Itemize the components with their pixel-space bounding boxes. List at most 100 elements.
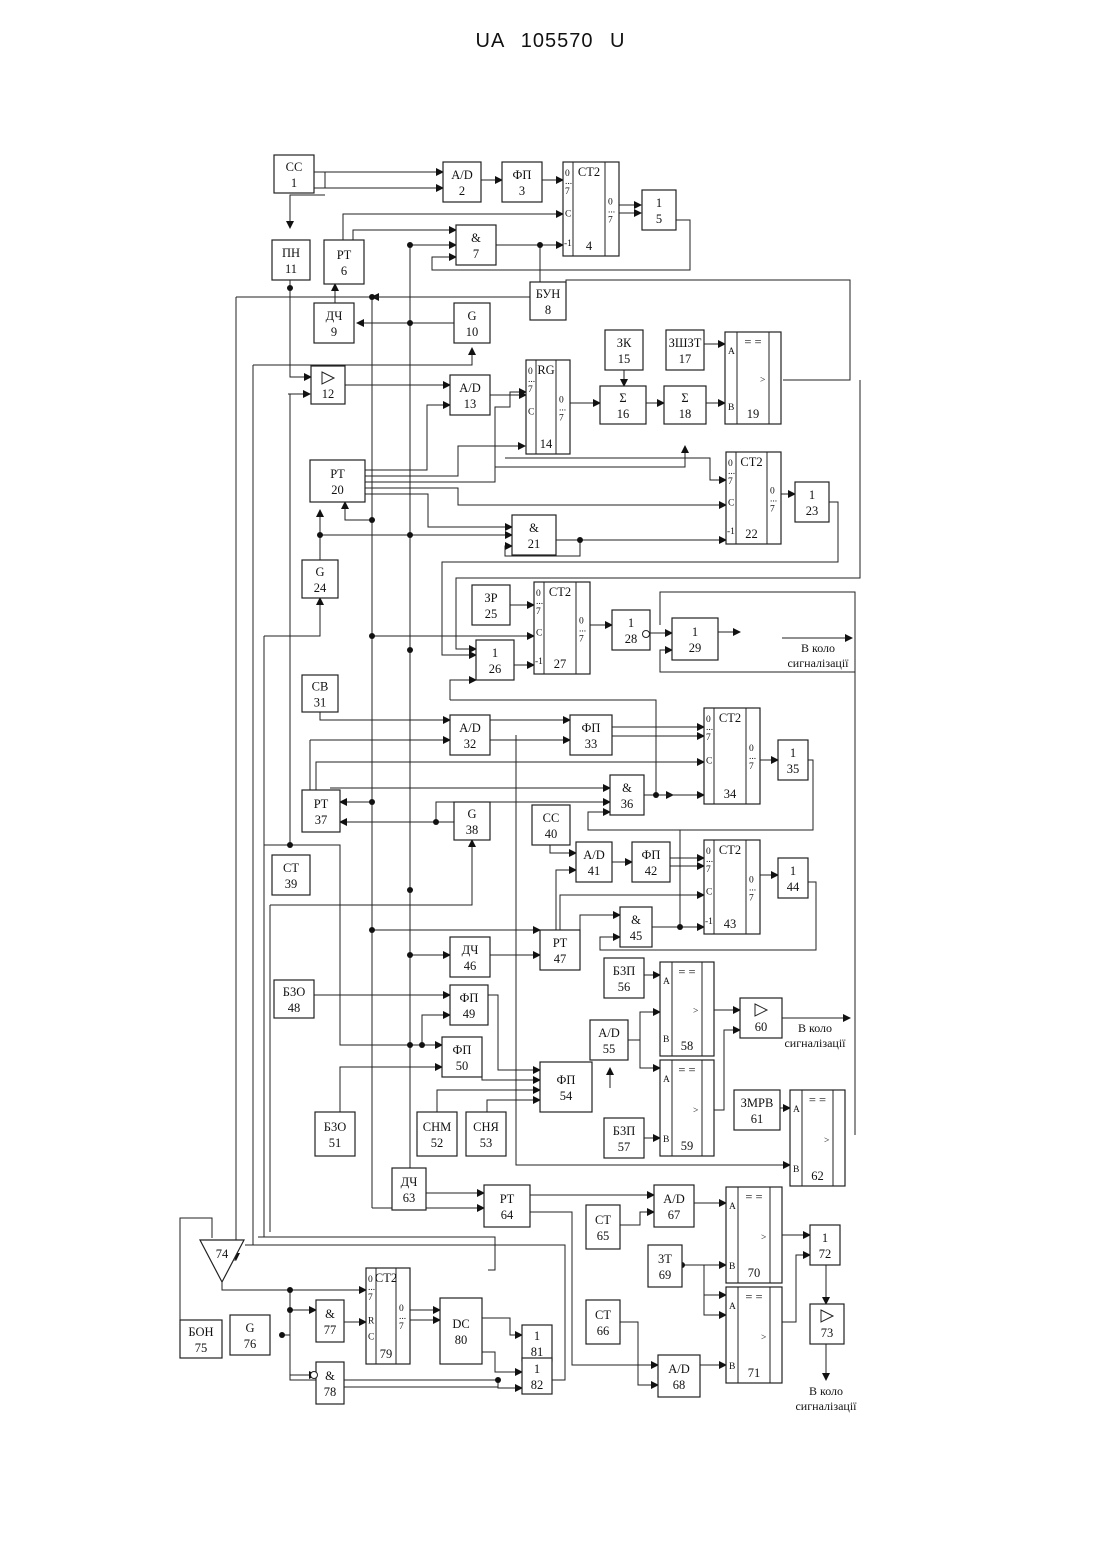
block-label: 1 bbox=[790, 864, 796, 878]
block-number: 71 bbox=[748, 1366, 761, 1380]
pin-label: ... bbox=[399, 1312, 406, 1322]
block-79: CT2790...7RC0...7 bbox=[366, 1268, 410, 1364]
block-label: & bbox=[325, 1307, 335, 1321]
block-label: CHЯ bbox=[473, 1120, 499, 1134]
block-76: G76 bbox=[230, 1315, 270, 1355]
block-number: 52 bbox=[431, 1136, 444, 1150]
block-label: DC bbox=[452, 1317, 469, 1331]
block-label: 1 bbox=[692, 625, 698, 639]
block-label: ФП bbox=[460, 991, 479, 1005]
block-label: & bbox=[631, 913, 641, 927]
block-45: & 45 bbox=[620, 907, 652, 947]
block-number: 46 bbox=[464, 959, 477, 973]
block-label: ЗШЗТ bbox=[669, 336, 702, 350]
block-22: CT2220...7C-10...7 bbox=[726, 452, 781, 544]
block-13: A/D13 bbox=[450, 375, 490, 415]
pin-label: B bbox=[728, 403, 734, 413]
block-label: G bbox=[467, 309, 476, 323]
pin-label: 7 bbox=[399, 1322, 404, 1332]
block-43: CT2430...7C-10...7 bbox=[704, 840, 760, 934]
block-65: CT65 bbox=[586, 1205, 620, 1249]
block-number: 35 bbox=[787, 762, 800, 776]
block-number: 72 bbox=[819, 1247, 832, 1261]
block-number: 22 bbox=[745, 527, 758, 541]
pin-label: C bbox=[368, 1333, 374, 1343]
block-49: ФП49 bbox=[450, 985, 488, 1025]
block-label: A/D bbox=[668, 1362, 690, 1376]
block-66: CT66 bbox=[586, 1300, 620, 1344]
block-6: PT6 bbox=[324, 240, 364, 284]
block-number: 56 bbox=[618, 980, 631, 994]
pin-label: B bbox=[729, 1362, 735, 1372]
block-77: &77 bbox=[316, 1300, 344, 1342]
block-42: ФП42 bbox=[632, 842, 670, 882]
block-label: CT bbox=[595, 1308, 611, 1322]
block-label: A/D bbox=[583, 848, 605, 862]
block-75: БОН75 bbox=[180, 1320, 222, 1358]
pin-label: ... bbox=[706, 723, 713, 733]
pin-label: A bbox=[729, 1202, 736, 1212]
block-number: 57 bbox=[618, 1140, 631, 1154]
pin-label: -1 bbox=[564, 239, 572, 249]
block-number: 17 bbox=[679, 352, 692, 366]
block-number: 33 bbox=[585, 737, 598, 751]
block-label: CT bbox=[595, 1213, 611, 1227]
pin-label: C bbox=[728, 498, 734, 508]
block-label: = = bbox=[678, 1063, 695, 1077]
block-label: & bbox=[622, 781, 632, 795]
block-12: 12 bbox=[311, 366, 345, 404]
pin-label: 7 bbox=[608, 215, 613, 225]
block-number: 12 bbox=[322, 387, 335, 401]
block-number: 27 bbox=[554, 657, 567, 671]
pin-label: C bbox=[536, 628, 542, 638]
block-57: Б3П57 bbox=[604, 1118, 644, 1158]
block-3: ФП3 bbox=[502, 162, 542, 202]
block-label: CT2 bbox=[375, 1271, 397, 1285]
block-label: ДЧ bbox=[462, 943, 479, 957]
block-38: G38 bbox=[454, 802, 490, 840]
block-label: ФП bbox=[582, 721, 601, 735]
block-number: 44 bbox=[787, 880, 800, 894]
block-label: RG bbox=[537, 363, 554, 377]
block-label: = = bbox=[745, 1290, 762, 1304]
pin-label: ... bbox=[770, 494, 777, 504]
block-label: PT bbox=[500, 1192, 515, 1206]
block-label: = = bbox=[678, 965, 695, 979]
pin-label: C bbox=[565, 210, 571, 220]
block-number: 68 bbox=[673, 1378, 686, 1392]
block-label: Б3О bbox=[324, 1120, 346, 1134]
block-number: 39 bbox=[285, 877, 298, 891]
pin-label: 7 bbox=[368, 1293, 373, 1303]
comparator-62: = =62AB> bbox=[790, 1090, 845, 1186]
pin-label: 7 bbox=[565, 187, 570, 197]
block-18: Σ18 bbox=[664, 386, 706, 424]
block-number: 53 bbox=[480, 1136, 493, 1150]
block-35: 135 bbox=[778, 740, 808, 780]
block-number: 43 bbox=[724, 917, 737, 931]
block-2: A/D2 bbox=[443, 162, 481, 202]
block-14: RG140...7C0...7 bbox=[526, 360, 570, 454]
block-number: 10 bbox=[466, 325, 479, 339]
block-label: PT bbox=[337, 248, 352, 262]
block-61: ЗМРВ61 bbox=[734, 1090, 780, 1130]
pin-label: ... bbox=[749, 752, 756, 762]
block-number: 45 bbox=[630, 929, 643, 943]
block-label: A/D bbox=[598, 1026, 620, 1040]
pin-label: > bbox=[760, 376, 765, 386]
block-label: & bbox=[529, 521, 539, 535]
block-label: 1 bbox=[534, 1329, 540, 1343]
block-label: ЗР bbox=[484, 591, 497, 605]
block-number: 5 bbox=[656, 212, 662, 226]
block-number: 82 bbox=[531, 1378, 544, 1392]
block-67: A/D67 bbox=[654, 1185, 694, 1227]
block-47: PT47 bbox=[540, 930, 580, 970]
block-7: &7 bbox=[456, 225, 496, 265]
block-label: = = bbox=[745, 1190, 762, 1204]
block-number: 50 bbox=[456, 1059, 469, 1073]
block-label: ФП bbox=[557, 1073, 576, 1087]
pin-label: ... bbox=[608, 205, 615, 215]
block-number: 21 bbox=[528, 537, 541, 551]
pin-label: ... bbox=[528, 375, 535, 385]
block-label: ФП bbox=[642, 848, 661, 862]
block-11: ПН11 bbox=[272, 240, 310, 280]
